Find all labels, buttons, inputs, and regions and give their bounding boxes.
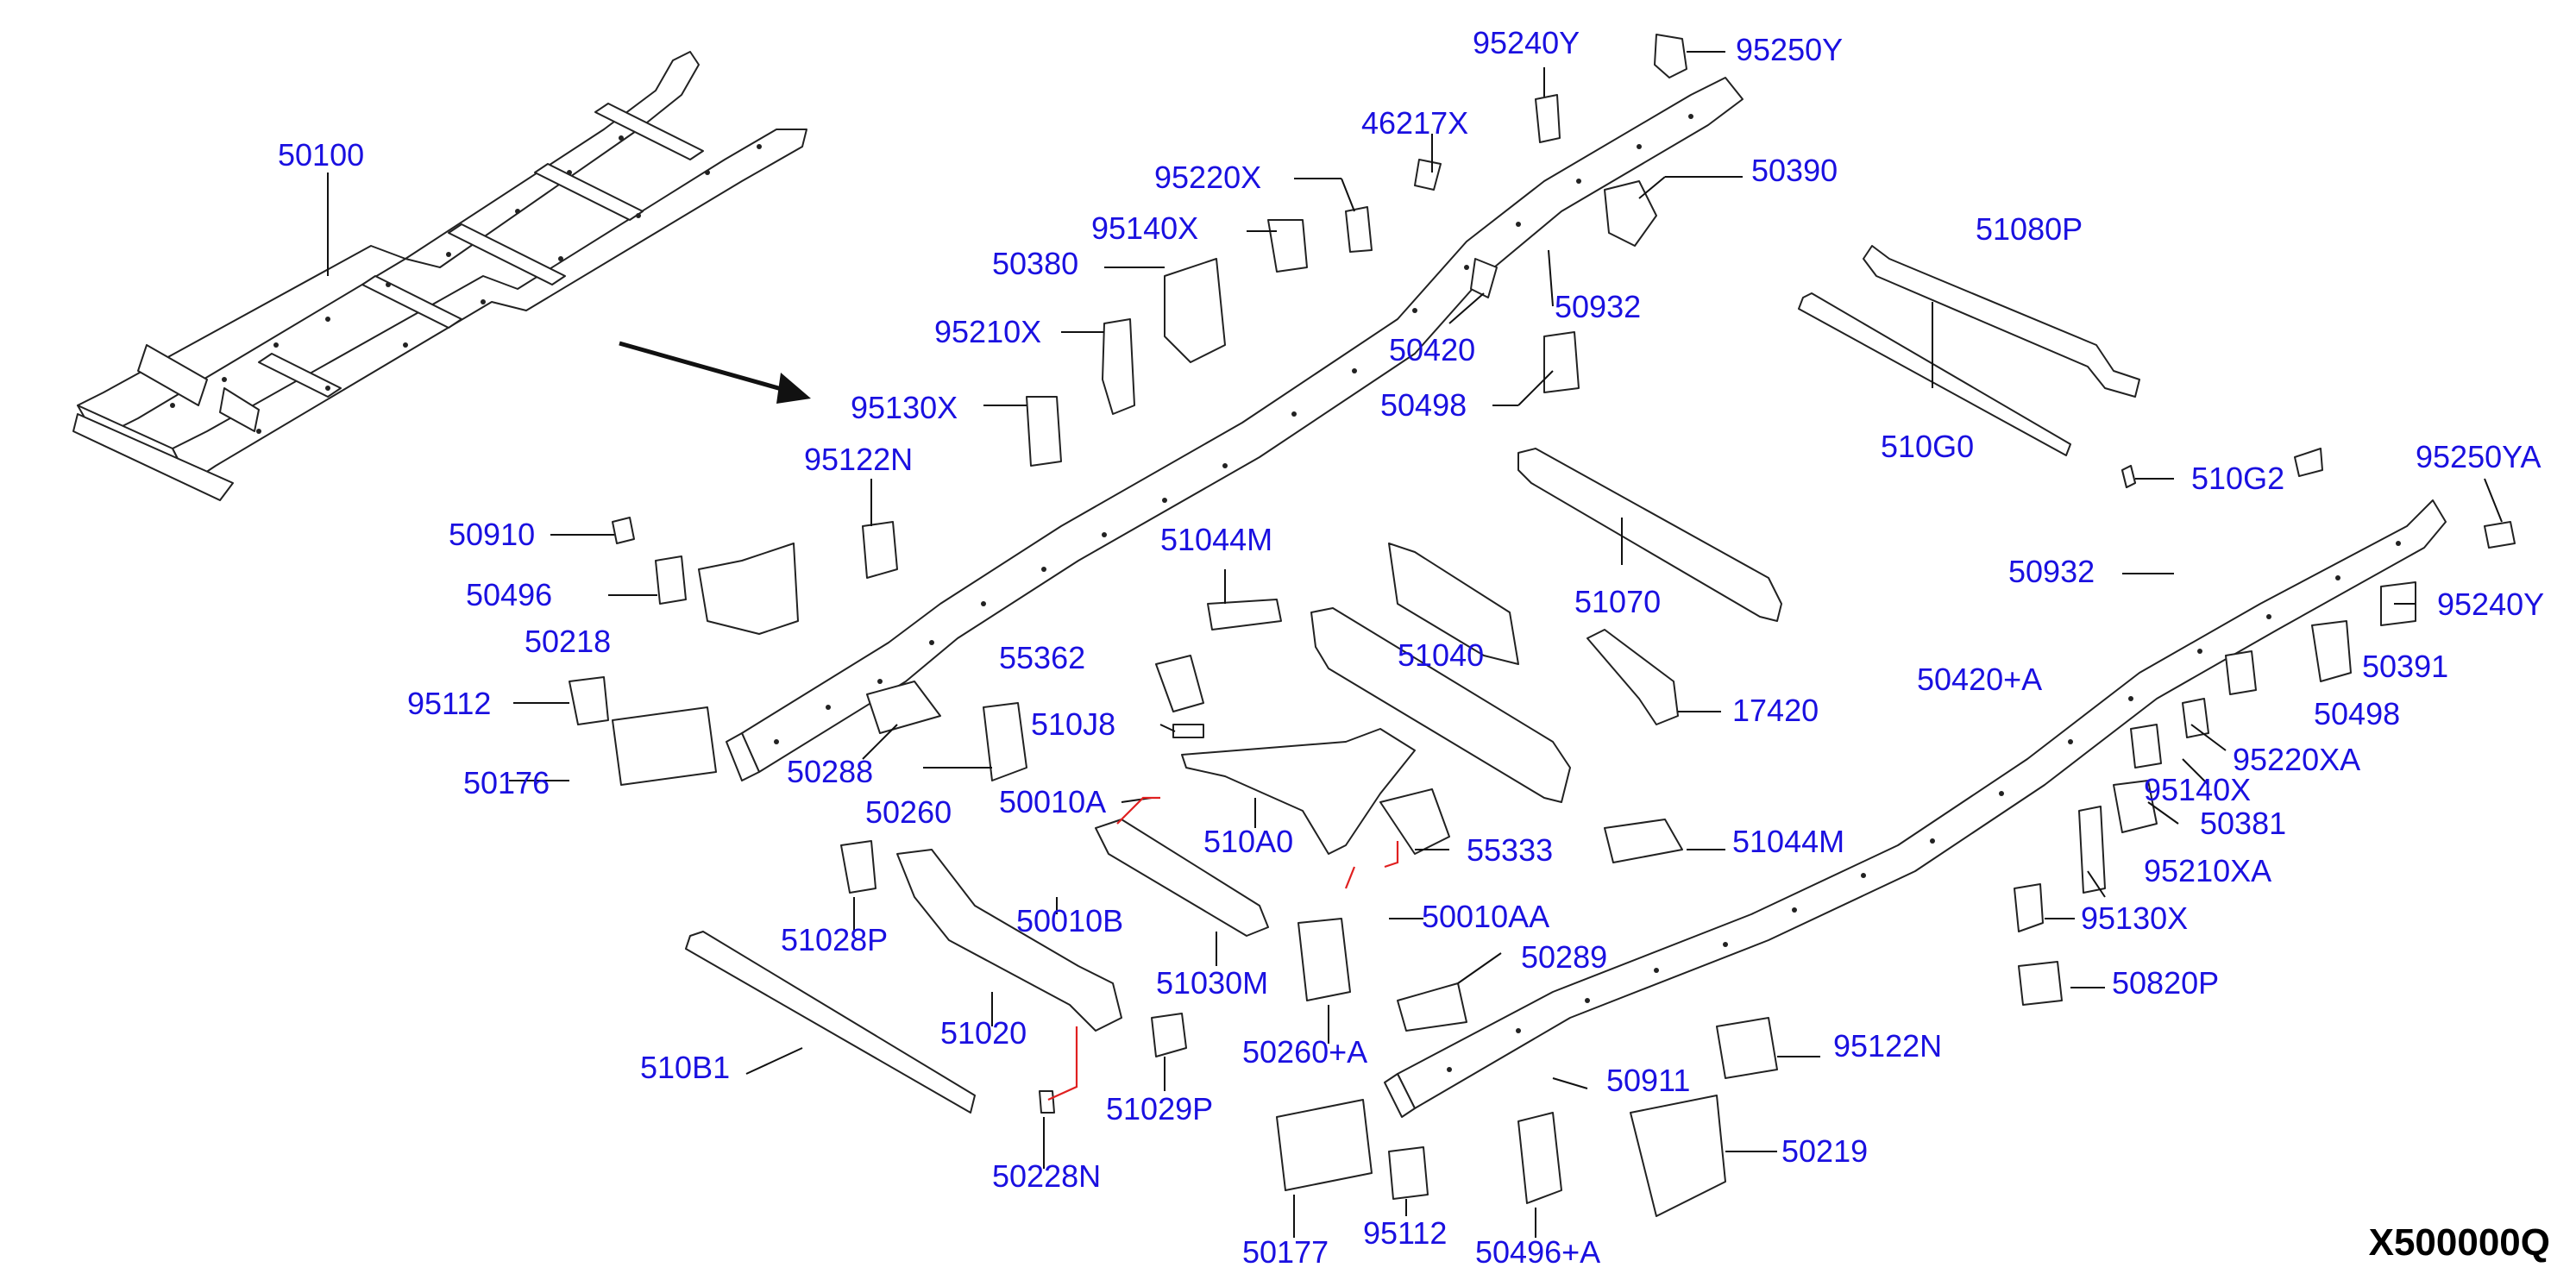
right-side-rail bbox=[1384, 499, 2447, 1118]
part-label-55362[interactable]: 55362 bbox=[999, 640, 1086, 675]
crossmember-510B1 bbox=[685, 931, 976, 1114]
part-label-95112[interactable]: 95112 bbox=[407, 686, 492, 721]
part-label-95122N-b[interactable]: 95122N bbox=[1833, 1028, 1943, 1064]
crossmember-51080P bbox=[1863, 245, 2140, 398]
part-label-50010A[interactable]: 50010A bbox=[999, 784, 1107, 819]
bracket-group bbox=[569, 34, 2516, 1217]
part-label-95112-b[interactable]: 95112 bbox=[1363, 1215, 1448, 1251]
part-label-510G2[interactable]: 510G2 bbox=[2191, 461, 2285, 496]
part-label-510J8[interactable]: 510J8 bbox=[1031, 706, 1116, 742]
part-label-95240Y-b[interactable]: 95240Y bbox=[2437, 587, 2545, 622]
arrow-head bbox=[776, 373, 811, 404]
part-label-50390[interactable]: 50390 bbox=[1751, 153, 1838, 188]
part-label-95210X[interactable]: 95210X bbox=[934, 314, 1042, 349]
part-label-50380[interactable]: 50380 bbox=[992, 246, 1079, 281]
part-label-50420A[interactable]: 50420+A bbox=[1917, 662, 2043, 697]
part-label-95130X-b[interactable]: 95130X bbox=[2081, 900, 2189, 936]
part-label-510G0[interactable]: 510G0 bbox=[1881, 429, 1975, 464]
frame-assembly bbox=[72, 51, 807, 501]
part-label-95122N[interactable]: 95122N bbox=[804, 442, 914, 477]
crossmember-510A0 bbox=[1181, 728, 1416, 855]
part-label-51044M[interactable]: 51044M bbox=[1160, 522, 1273, 557]
part-label-50228N[interactable]: 50228N bbox=[992, 1158, 1102, 1194]
part-label-50260[interactable]: 50260 bbox=[865, 794, 952, 830]
crossmember-51040 bbox=[1310, 607, 1571, 803]
part-label-50911[interactable]: 50911 bbox=[1606, 1063, 1691, 1098]
left-side-rail bbox=[726, 77, 1744, 781]
part-label-95140X-b[interactable]: 95140X bbox=[2144, 772, 2252, 807]
part-label-50010B[interactable]: 50010B bbox=[1016, 903, 1124, 938]
part-label-50498-b[interactable]: 50498 bbox=[2314, 696, 2401, 731]
part-label-50420[interactable]: 50420 bbox=[1389, 332, 1476, 367]
crossmember-51070 bbox=[1517, 448, 1782, 622]
part-label-50910[interactable]: 50910 bbox=[449, 517, 536, 552]
part-label-46217X[interactable]: 46217X bbox=[1361, 105, 1469, 141]
part-label-51029P[interactable]: 51029P bbox=[1106, 1091, 1214, 1126]
part-label-50176[interactable]: 50176 bbox=[463, 765, 550, 800]
highlight-lines bbox=[1047, 796, 1399, 1101]
part-label-51070[interactable]: 51070 bbox=[1574, 584, 1662, 619]
part-label-50820P[interactable]: 50820P bbox=[2112, 965, 2220, 1001]
crossmember-51020 bbox=[896, 849, 1122, 1032]
part-label-50100[interactable]: 50100 bbox=[278, 137, 365, 173]
part-label-50498[interactable]: 50498 bbox=[1380, 387, 1467, 423]
part-label-51020[interactable]: 51020 bbox=[940, 1015, 1027, 1051]
part-label-51028P[interactable]: 51028P bbox=[781, 922, 889, 957]
part-label-50381[interactable]: 50381 bbox=[2200, 806, 2287, 841]
part-label-50932-b[interactable]: 50932 bbox=[2008, 554, 2095, 589]
part-label-51030M[interactable]: 51030M bbox=[1156, 965, 1269, 1001]
part-label-95220X[interactable]: 95220X bbox=[1154, 160, 1262, 195]
diagram-code: X500000Q bbox=[2368, 1221, 2550, 1264]
part-label-51044M-b[interactable]: 51044M bbox=[1732, 824, 1845, 859]
part-label-95140X[interactable]: 95140X bbox=[1091, 210, 1199, 246]
part-label-510A0[interactable]: 510A0 bbox=[1203, 824, 1294, 859]
part-label-95250YA[interactable]: 95250YA bbox=[2416, 439, 2541, 474]
part-label-95240Y[interactable]: 95240Y bbox=[1473, 25, 1580, 60]
part-label-510B1[interactable]: 510B1 bbox=[640, 1050, 731, 1085]
part-label-95130X[interactable]: 95130X bbox=[851, 390, 958, 425]
part-label-50288[interactable]: 50288 bbox=[787, 754, 874, 789]
part-label-50218[interactable]: 50218 bbox=[525, 624, 612, 659]
part-label-50496A[interactable]: 50496+A bbox=[1475, 1234, 1601, 1270]
part-label-95220XA[interactable]: 95220XA bbox=[2233, 742, 2361, 777]
part-label-50260A[interactable]: 50260+A bbox=[1242, 1034, 1368, 1070]
part-label-50010AA[interactable]: 50010AA bbox=[1422, 899, 1550, 934]
leader-lines bbox=[327, 51, 2503, 1238]
part-label-55333[interactable]: 55333 bbox=[1467, 832, 1554, 868]
part-label-95250Y[interactable]: 95250Y bbox=[1736, 32, 1844, 67]
part-label-50932[interactable]: 50932 bbox=[1555, 289, 1642, 324]
part-label-17420[interactable]: 17420 bbox=[1732, 693, 1819, 728]
crossmember-510G0 bbox=[1798, 292, 2071, 456]
crossmember-17420 bbox=[1586, 629, 1679, 725]
part-label-51080P[interactable]: 51080P bbox=[1976, 211, 2083, 247]
part-label-50219[interactable]: 50219 bbox=[1781, 1133, 1869, 1169]
part-label-51040[interactable]: 51040 bbox=[1398, 637, 1485, 673]
part-label-50289[interactable]: 50289 bbox=[1521, 939, 1608, 975]
direction-arrow bbox=[619, 341, 795, 395]
part-label-50177[interactable]: 50177 bbox=[1242, 1234, 1329, 1270]
part-label-50496[interactable]: 50496 bbox=[466, 577, 553, 612]
part-label-95210XA[interactable]: 95210XA bbox=[2144, 853, 2272, 888]
part-label-50391[interactable]: 50391 bbox=[2362, 649, 2449, 684]
